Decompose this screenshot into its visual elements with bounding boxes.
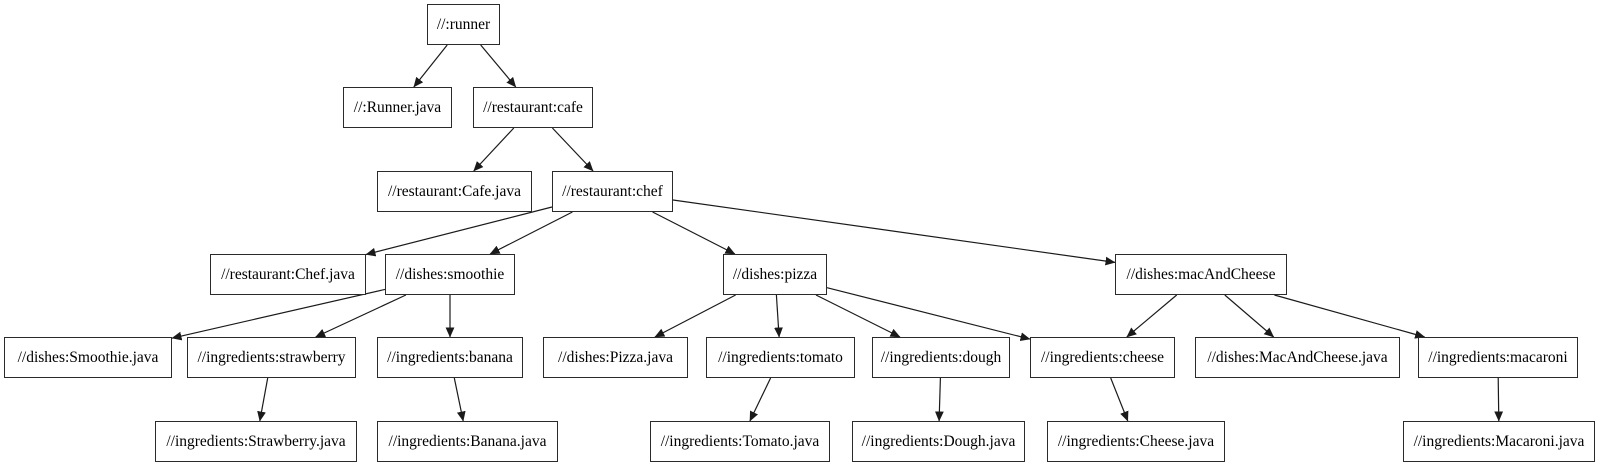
graph-node-chef: //restaurant:chef — [552, 171, 673, 212]
graph-node-cafe: //restaurant:cafe — [473, 87, 593, 128]
edge-chef-to-chef-java — [365, 206, 553, 257]
edge-cafe-to-chef — [551, 127, 594, 172]
edge-pizza-to-dough — [815, 294, 901, 338]
edge-tomato-to-tomato-java — [749, 377, 772, 422]
graph-node-pizza: //dishes:pizza — [723, 254, 827, 295]
edge-pizza-to-pizza-java — [654, 294, 736, 338]
edge-cafe-to-cafe-java — [473, 127, 515, 172]
graph-node-dough: //ingredients:dough — [872, 337, 1010, 378]
edge-macandcheese-to-macaroni — [1274, 294, 1426, 339]
graph-node-banana-java: //ingredients:Banana.java — [377, 421, 558, 462]
edge-dough-to-dough-java — [934, 377, 944, 422]
edge-strawberry-to-strawberry-java — [257, 377, 269, 422]
edge-chef-to-macandcheese — [672, 199, 1116, 266]
edge-smoothie-to-smoothie-java — [171, 288, 386, 341]
graph-node-pizza-java: //dishes:Pizza.java — [543, 337, 688, 378]
graph-node-tomato-java: //ingredients:Tomato.java — [650, 421, 830, 462]
graph-node-macaroni: //ingredients:macaroni — [1418, 337, 1578, 378]
edges-group — [171, 44, 1504, 422]
edge-cheese-to-cheese-java — [1110, 377, 1129, 422]
edge-chef-to-pizza — [652, 211, 736, 255]
edge-runner-to-runner-java — [413, 44, 448, 88]
graph-node-smoothie-java: //dishes:Smoothie.java — [4, 337, 172, 378]
graph-node-strawberry: //ingredients:strawberry — [187, 337, 356, 378]
edge-smoothie-to-strawberry — [315, 294, 407, 338]
graph-node-macandcheese-java: //dishes:MacAndCheese.java — [1195, 337, 1400, 378]
graph-node-chef-java: //restaurant:Chef.java — [210, 254, 366, 295]
graph-node-runner-java: //:Runner.java — [343, 87, 452, 128]
edge-macandcheese-to-cheese — [1126, 294, 1178, 338]
graph-node-cafe-java: //restaurant:Cafe.java — [377, 171, 532, 212]
graph-node-macaroni-java: //ingredients:Macaroni.java — [1403, 421, 1595, 462]
graph-node-dough-java: //ingredients:Dough.java — [852, 421, 1025, 462]
edge-chef-to-smoothie — [489, 211, 573, 255]
graph-node-smoothie: //dishes:smoothie — [385, 254, 515, 295]
graph-node-macandcheese: //dishes:macAndCheese — [1115, 254, 1287, 295]
graph-node-strawberry-java: //ingredients:Strawberry.java — [155, 421, 357, 462]
edge-pizza-to-cheese — [826, 287, 1031, 342]
edge-macandcheese-to-macandcheese-java — [1224, 294, 1275, 338]
graph-node-cheese-java: //ingredients:Cheese.java — [1047, 421, 1225, 462]
graph-node-cheese: //ingredients:cheese — [1030, 337, 1175, 378]
graph-node-tomato: //ingredients:tomato — [706, 337, 855, 378]
edge-pizza-to-tomato — [774, 294, 783, 338]
graph-node-banana: //ingredients:banana — [377, 337, 523, 378]
edge-macaroni-to-macaroni-java — [1494, 377, 1504, 422]
graph-node-runner: //:runner — [427, 4, 500, 45]
edge-runner-to-cafe — [480, 44, 517, 88]
edge-banana-to-banana-java — [453, 377, 466, 422]
